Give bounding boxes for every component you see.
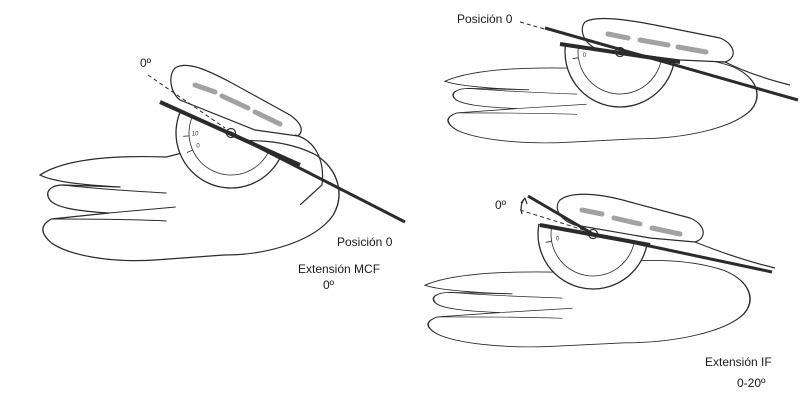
bottom-right-range-label: 0-20º — [737, 376, 765, 390]
left-position-label: Posición 0 — [337, 235, 392, 249]
bottom-right-extension-label: Extensión IF — [705, 355, 772, 369]
left-extension-value: 0º — [323, 278, 334, 292]
bottom-right-zero-label: 0º — [495, 198, 506, 212]
goniometer-tick-label: 10 — [192, 132, 199, 138]
top-right-position-label: Posición 0 — [457, 12, 512, 26]
left-extension-label: Extensión MCF — [298, 262, 380, 276]
left-zero-label: 0º — [140, 56, 151, 70]
